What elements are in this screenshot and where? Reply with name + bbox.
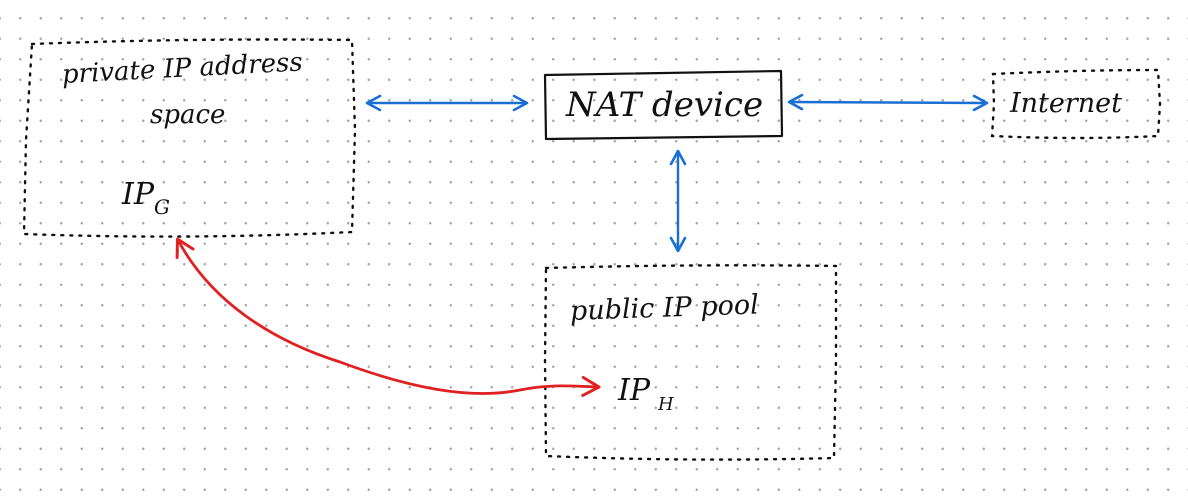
nat-device-box bbox=[543, 69, 784, 141]
mapping-arrow-ipg-iph bbox=[175, 237, 601, 397]
ip-g-main: IP bbox=[122, 177, 155, 212]
private-space-box bbox=[22, 38, 357, 238]
ip-h-label: IP H bbox=[618, 373, 674, 414]
ip-g-subscript: G bbox=[154, 195, 171, 219]
ip-h-main: IP bbox=[618, 373, 651, 408]
arrow-nat-to-internet bbox=[787, 93, 989, 112]
internet-label: Internet bbox=[1010, 88, 1123, 119]
ip-h-subscript: H bbox=[658, 394, 674, 415]
public-pool-label: public IP pool bbox=[569, 289, 760, 327]
ip-g-label: IPG bbox=[122, 177, 170, 218]
public-pool-box bbox=[543, 264, 838, 461]
private-space-label-line2: space bbox=[150, 100, 226, 130]
nat-device-label: NAT device bbox=[566, 85, 764, 125]
internet-box bbox=[990, 68, 1162, 140]
